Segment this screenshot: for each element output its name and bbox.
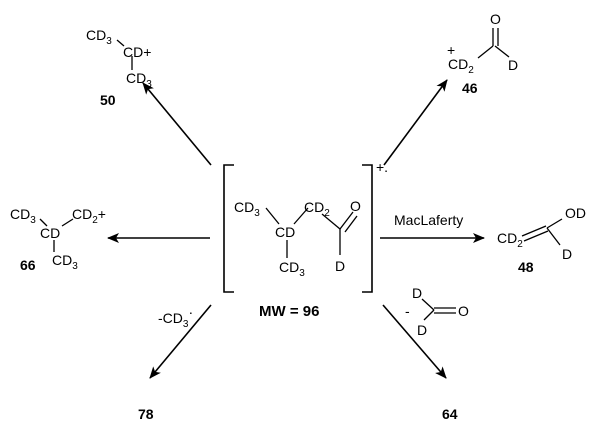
bond-cd-cd2 xyxy=(293,207,309,225)
fragment-78: -CD3· 78 xyxy=(138,304,193,421)
compound-number-78: 78 xyxy=(138,406,154,421)
compound-number-66: 66 xyxy=(20,257,36,273)
frag66-cd: CD xyxy=(40,225,60,241)
loss64-d-top: D xyxy=(412,285,422,301)
frag50-cd3-b: CD3 xyxy=(126,70,152,90)
maclaferty-label: MacLaferty xyxy=(394,212,463,228)
fragment-66: CD3 CD2+ CD CD3 66 xyxy=(10,206,106,273)
bond-c-o-2 xyxy=(344,215,358,233)
central-cd: CD xyxy=(275,224,295,240)
frag48-cd2: CD2 xyxy=(497,230,523,250)
molecular-weight: MW = 96 xyxy=(259,303,319,320)
right-bracket xyxy=(362,164,373,293)
bond-64-a xyxy=(421,298,435,311)
frag46-cd2: CD2 xyxy=(448,56,474,76)
fragment-50: CD3 CD+ CD3 50 xyxy=(86,27,152,108)
frag66-cd3-a: CD3 xyxy=(10,206,36,226)
bond-64-b xyxy=(423,309,435,321)
frag66-cd2: CD2+ xyxy=(72,206,106,226)
central-o: O xyxy=(350,198,361,214)
bond-c-o-1 xyxy=(339,211,354,230)
compound-number-48: 48 xyxy=(518,259,534,275)
molecular-ion: CD3 CD2 O CD CD3 D +. MW = 96 xyxy=(223,159,388,320)
bond-48-od xyxy=(546,218,563,229)
central-cd2: CD2 xyxy=(304,199,330,219)
central-cd3-bottom: CD3 xyxy=(279,259,305,279)
arrow-to-46 xyxy=(383,79,448,166)
fragment-64: - D O D 64 xyxy=(405,285,469,421)
left-bracket xyxy=(223,164,234,293)
bond-48-dbl-1 xyxy=(521,225,547,237)
frag50-cd3-a: CD3 xyxy=(86,27,112,47)
bond-cd3-cd xyxy=(265,207,280,225)
loss64-minus: - xyxy=(405,303,410,319)
bond-46-a xyxy=(477,45,494,59)
frag46-o: O xyxy=(490,11,501,27)
frag46-plus: + xyxy=(447,42,455,58)
loss-cd3-label: -CD3· xyxy=(158,304,193,330)
compound-number-50: 50 xyxy=(100,92,116,108)
bond-66-a xyxy=(39,218,48,227)
frag66-cd3-b: CD3 xyxy=(52,252,78,272)
frag50-cd-plus: CD+ xyxy=(123,44,151,60)
loss64-o: O xyxy=(458,303,469,319)
frag48-d: D xyxy=(562,246,572,262)
bond-66-b xyxy=(61,218,74,227)
compound-number-64: 64 xyxy=(442,406,458,421)
loss64-d-bottom: D xyxy=(417,322,427,338)
central-d: D xyxy=(335,258,345,274)
compound-number-46: 46 xyxy=(462,80,478,96)
frag48-od: OD xyxy=(565,205,586,221)
arrow-to-50 xyxy=(142,82,212,166)
bond-cd2-c xyxy=(321,213,341,230)
arrow-to-78 xyxy=(149,304,212,379)
bond-48-dbl-2 xyxy=(523,230,549,242)
fragment-48: MacLaferty CD2 OD D 48 xyxy=(394,205,586,275)
bond-50-a xyxy=(116,39,125,47)
bond-48-d xyxy=(546,227,561,246)
fragment-46: + CD2 O D 46 xyxy=(447,11,518,96)
central-cd3-top: CD3 xyxy=(234,199,260,219)
bond-46-cd xyxy=(494,45,510,58)
frag46-d: D xyxy=(508,57,518,73)
arrow-to-64 xyxy=(382,304,447,379)
